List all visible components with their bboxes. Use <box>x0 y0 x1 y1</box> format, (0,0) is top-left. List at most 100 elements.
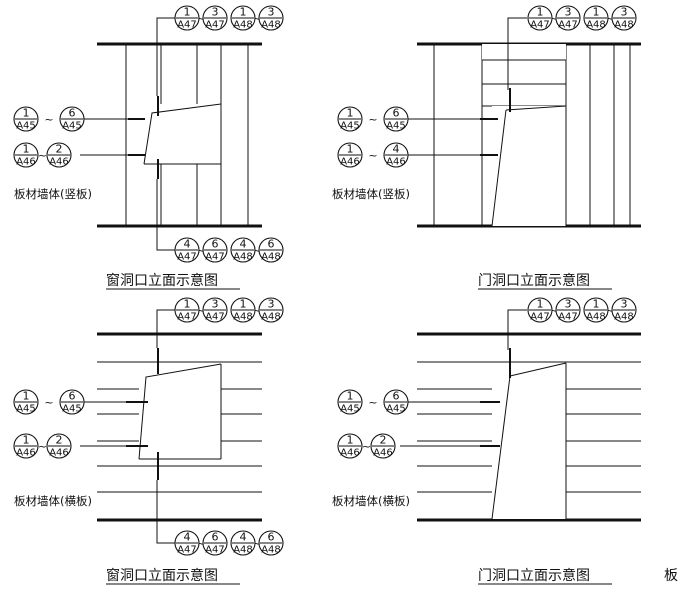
detail-number: 6 <box>393 107 400 120</box>
sheet-number: A45 <box>340 404 360 415</box>
range-tilde: ~ <box>605 12 614 25</box>
sheet-number: A46 <box>386 157 406 168</box>
detail-number: 1 <box>593 298 600 311</box>
sheet-number: A47 <box>558 20 578 31</box>
sheet-number: A47 <box>177 312 197 323</box>
range-tilde: ~ <box>252 304 261 317</box>
range-tilde: ~ <box>196 244 205 257</box>
sheet-number: A48 <box>614 20 634 31</box>
sheet-number: A45 <box>16 121 36 132</box>
detail-number: 1 <box>240 6 247 19</box>
range-tilde: ~ <box>196 537 205 550</box>
sheet-number: A45 <box>16 404 36 415</box>
detail-number: 6 <box>393 390 400 403</box>
sheet-number: A47 <box>558 312 578 323</box>
range-tilde: ~ <box>38 149 47 162</box>
sheet-number: A46 <box>16 157 36 168</box>
sheet-number: A47 <box>530 20 550 31</box>
sheet-number: A47 <box>530 312 550 323</box>
sheet-number: A48 <box>233 545 253 556</box>
sheet-number: A48 <box>261 20 281 31</box>
detail-number: 4 <box>240 531 247 544</box>
range-tilde: ~ <box>196 304 205 317</box>
sheet-number: A48 <box>233 252 253 263</box>
leader-lines <box>400 309 527 447</box>
detail-number: 6 <box>69 390 76 403</box>
detail-number: 1 <box>184 6 191 19</box>
detail-number: 3 <box>621 298 628 311</box>
range-tilde: ~ <box>605 304 614 317</box>
window-opening <box>138 363 222 460</box>
wall-type-label: 板材墙体(竖板) <box>14 187 92 201</box>
sheet-number: A45 <box>62 404 82 415</box>
detail-number: 1 <box>593 6 600 19</box>
sheet-number: A47 <box>205 545 225 556</box>
figure-caption: 门洞口立面示意图 <box>478 567 590 584</box>
sheet-number: A48 <box>261 252 281 263</box>
sheet-number: A48 <box>233 20 253 31</box>
detail-number: 3 <box>621 6 628 19</box>
detail-number: 1 <box>240 298 247 311</box>
window-opening <box>143 103 222 165</box>
detail-number: 4 <box>184 531 191 544</box>
edge-fragment-text: 板 <box>664 568 678 584</box>
detail-number: 3 <box>212 6 219 19</box>
detail-number: 4 <box>393 143 400 156</box>
sheet-number: A47 <box>205 20 225 31</box>
detail-number: 1 <box>23 390 30 403</box>
sheet-number: A45 <box>386 121 406 132</box>
detail-number: 4 <box>184 238 191 251</box>
range-tilde: ~ <box>252 537 261 550</box>
range-tilde: ~ <box>368 113 377 126</box>
sheet-number: A46 <box>16 448 36 459</box>
range-tilde: ~ <box>549 12 558 25</box>
detail-number: 6 <box>212 531 219 544</box>
detail-number: 1 <box>347 434 354 447</box>
detail-number: 3 <box>565 298 572 311</box>
sheet-number: A47 <box>177 545 197 556</box>
sheet-number: A45 <box>340 121 360 132</box>
sheet-number: A46 <box>340 157 360 168</box>
range-tilde: ~ <box>196 12 205 25</box>
wall-type-label: 板材墙体(横板) <box>14 494 92 508</box>
range-tilde: ~ <box>44 113 53 126</box>
figure-caption: 门洞口立面示意图 <box>478 272 590 289</box>
